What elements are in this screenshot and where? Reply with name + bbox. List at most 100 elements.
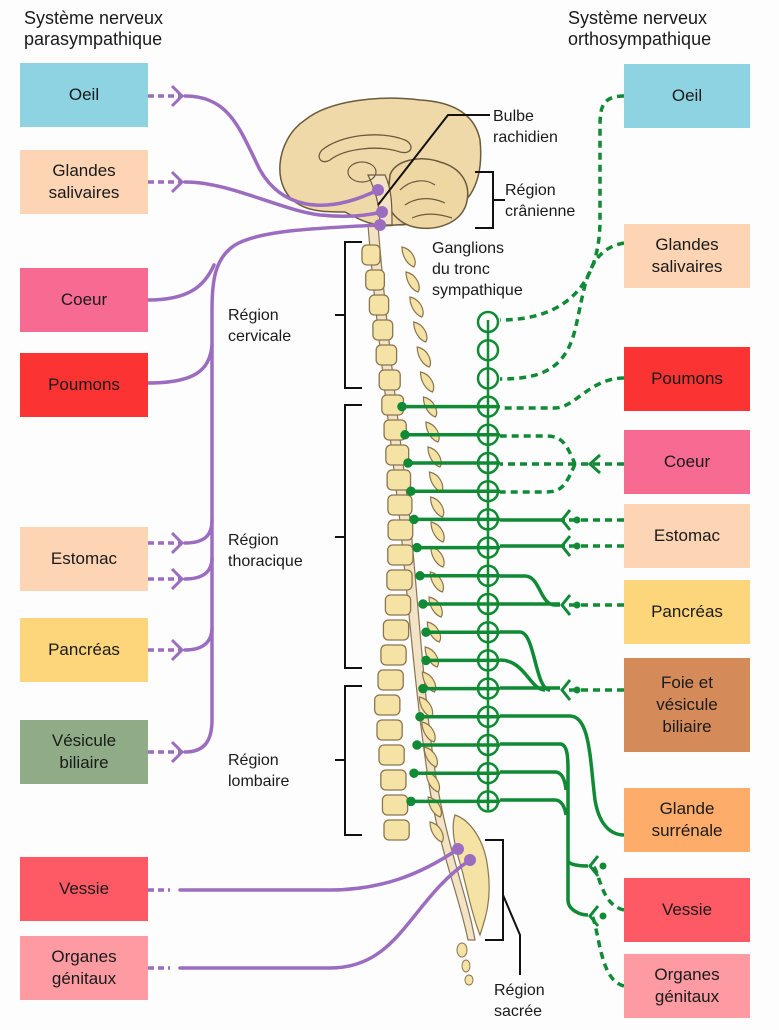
parasympathetic-organ-box: Estomac xyxy=(20,527,148,591)
label-ganglia: Ganglions du tronc sympathique xyxy=(432,240,523,299)
spinous-process xyxy=(429,821,444,843)
parasympathetic-organ-box: Glandes salivaires xyxy=(20,150,148,214)
vertebra xyxy=(374,694,401,716)
parasympathetic-organ-box: Poumons xyxy=(20,353,148,417)
nerve-estomac1-para xyxy=(183,518,214,545)
organ-label: Glande surrénale xyxy=(651,799,723,840)
vertebra xyxy=(382,619,410,641)
nerve-salivaires-para xyxy=(183,180,384,218)
organ-label: Poumons xyxy=(48,375,120,394)
vertebra xyxy=(378,744,405,766)
root-origin-dot xyxy=(397,401,407,412)
bracket-cranial xyxy=(475,171,505,229)
organ-label: Coeur xyxy=(60,290,108,309)
root-origin-dot xyxy=(421,627,431,637)
vagus-nerve xyxy=(183,223,382,754)
vertebra xyxy=(387,519,414,541)
root-origin-dot xyxy=(409,514,419,525)
vertebra xyxy=(380,644,407,666)
sympathetic-ganglion xyxy=(476,367,500,390)
sympathetic-organ-box: Coeur xyxy=(624,430,750,494)
nerve-estomac2-para xyxy=(183,556,214,581)
vertebra xyxy=(377,669,404,691)
spinous-process xyxy=(421,721,436,743)
organ-label: Vessie xyxy=(661,900,713,919)
spinous-process xyxy=(413,321,428,343)
splanchnic-foie xyxy=(499,630,560,692)
sympathetic-trunk xyxy=(397,310,500,813)
nerve-vessie-symp xyxy=(590,863,625,912)
spinous-process xyxy=(429,496,445,518)
sympathetic-preganglionic xyxy=(499,518,625,917)
parasympathetic-origins xyxy=(372,184,476,866)
vertebra xyxy=(386,569,413,591)
vertebra xyxy=(387,494,413,516)
splanchnic-surrenale xyxy=(500,714,625,837)
label-cranial: Région crânienne xyxy=(505,182,576,220)
spinous-process xyxy=(430,521,445,543)
medulla-pointer xyxy=(377,114,490,206)
root-origin-dot xyxy=(409,768,419,778)
root-origin-dot xyxy=(415,571,425,581)
label-sacral: Région sacrée xyxy=(494,982,545,1020)
organ-label: Organes génitaux xyxy=(51,947,117,988)
vertebra xyxy=(376,719,403,741)
root-origin-dot xyxy=(418,599,428,609)
spinous-process xyxy=(409,296,424,318)
nerve-poumons-symp xyxy=(500,376,625,410)
corpus-callosum xyxy=(318,134,412,163)
sympathetic-heading: Système nerveux orthosympathique xyxy=(568,8,712,49)
sympathetic-organ-box: Glande surrénale xyxy=(624,788,750,852)
sympathetic-ganglion xyxy=(476,338,500,362)
spinous-process xyxy=(416,346,432,368)
parasympathetic-heading: Système nerveux parasympathique xyxy=(24,8,164,49)
spinous-process xyxy=(430,546,445,568)
spinous-process xyxy=(425,771,441,793)
root-origin-dot xyxy=(421,655,431,666)
nerve-poumons-para xyxy=(146,343,214,385)
coccyx-segment xyxy=(464,974,474,986)
parasympathetic-organ-box: Coeur xyxy=(20,268,148,332)
sympathetic-organ-box: Vessie xyxy=(624,878,750,942)
nerve-pancreas-para xyxy=(183,626,214,652)
vertebra xyxy=(383,819,410,841)
spinous-process xyxy=(401,246,416,268)
nerve-vessie-para xyxy=(178,847,460,892)
label-cervical: Région cervicale xyxy=(228,307,292,345)
organ-label: Pancréas xyxy=(48,640,120,659)
label-thoracic: Région thoracique xyxy=(228,532,303,570)
nerve-oeil-symp xyxy=(499,94,625,322)
coccyx-segment xyxy=(456,942,468,958)
nerve-coeur-para xyxy=(146,263,216,302)
vertebra xyxy=(365,269,385,291)
spinous-process xyxy=(428,596,443,618)
spinous-process xyxy=(419,371,435,393)
root-origin-dot xyxy=(415,712,425,722)
vertebra xyxy=(381,794,409,816)
label-medulla: Bulbe rachidien xyxy=(493,108,558,146)
nerve-salivaires-symp xyxy=(499,241,625,381)
splanchnic-pelvic xyxy=(500,742,589,917)
brain xyxy=(279,97,482,230)
sympathetic-end-dots xyxy=(573,516,607,920)
parasympathetic-organ-box: Oeil xyxy=(20,63,148,127)
vertebra xyxy=(378,369,401,391)
root-origin-dot xyxy=(412,542,422,553)
nerve-coeur-symp xyxy=(500,434,624,494)
organ-label: Foie et vésicule biliaire xyxy=(656,673,718,736)
cerebellum xyxy=(386,158,469,230)
sympathetic-ganglion xyxy=(476,310,500,334)
spinous-process xyxy=(423,746,439,768)
cerebellum-folds xyxy=(399,180,453,219)
organ-label: Vésicule biliaire xyxy=(51,731,117,772)
root-origin-dot xyxy=(418,683,428,694)
sympathetic-organ-box: Organes génitaux xyxy=(624,954,750,1018)
parasympathetic-organ-box: Vessie xyxy=(20,857,148,921)
vertebra xyxy=(372,319,394,341)
vertebra xyxy=(380,769,407,791)
organ-label: Poumons xyxy=(651,369,723,388)
organ-label: Glandes salivaires xyxy=(651,235,723,276)
vertebra xyxy=(375,344,398,366)
vertebra xyxy=(368,294,390,316)
